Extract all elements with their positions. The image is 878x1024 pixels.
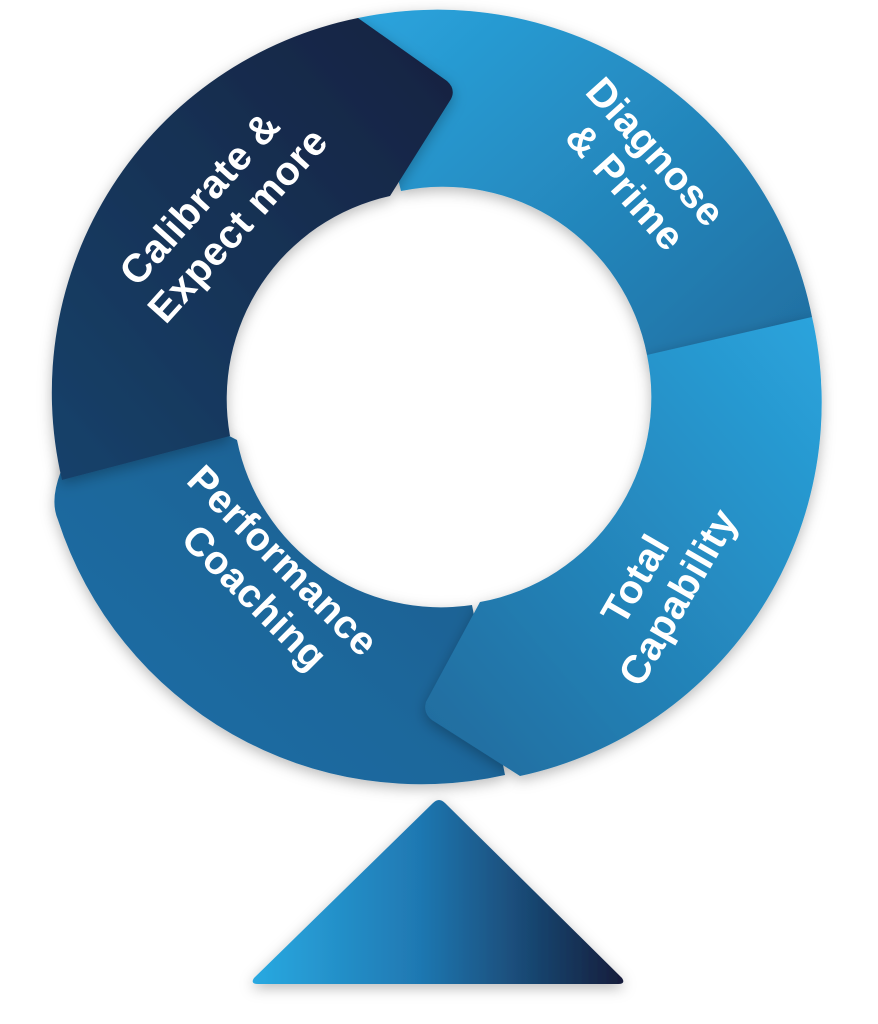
segment-diagnose [358,9,812,412]
base-triangle [252,800,624,984]
segment-calibrate [51,18,453,480]
segment-total [425,317,822,776]
segment-performance [54,385,505,785]
